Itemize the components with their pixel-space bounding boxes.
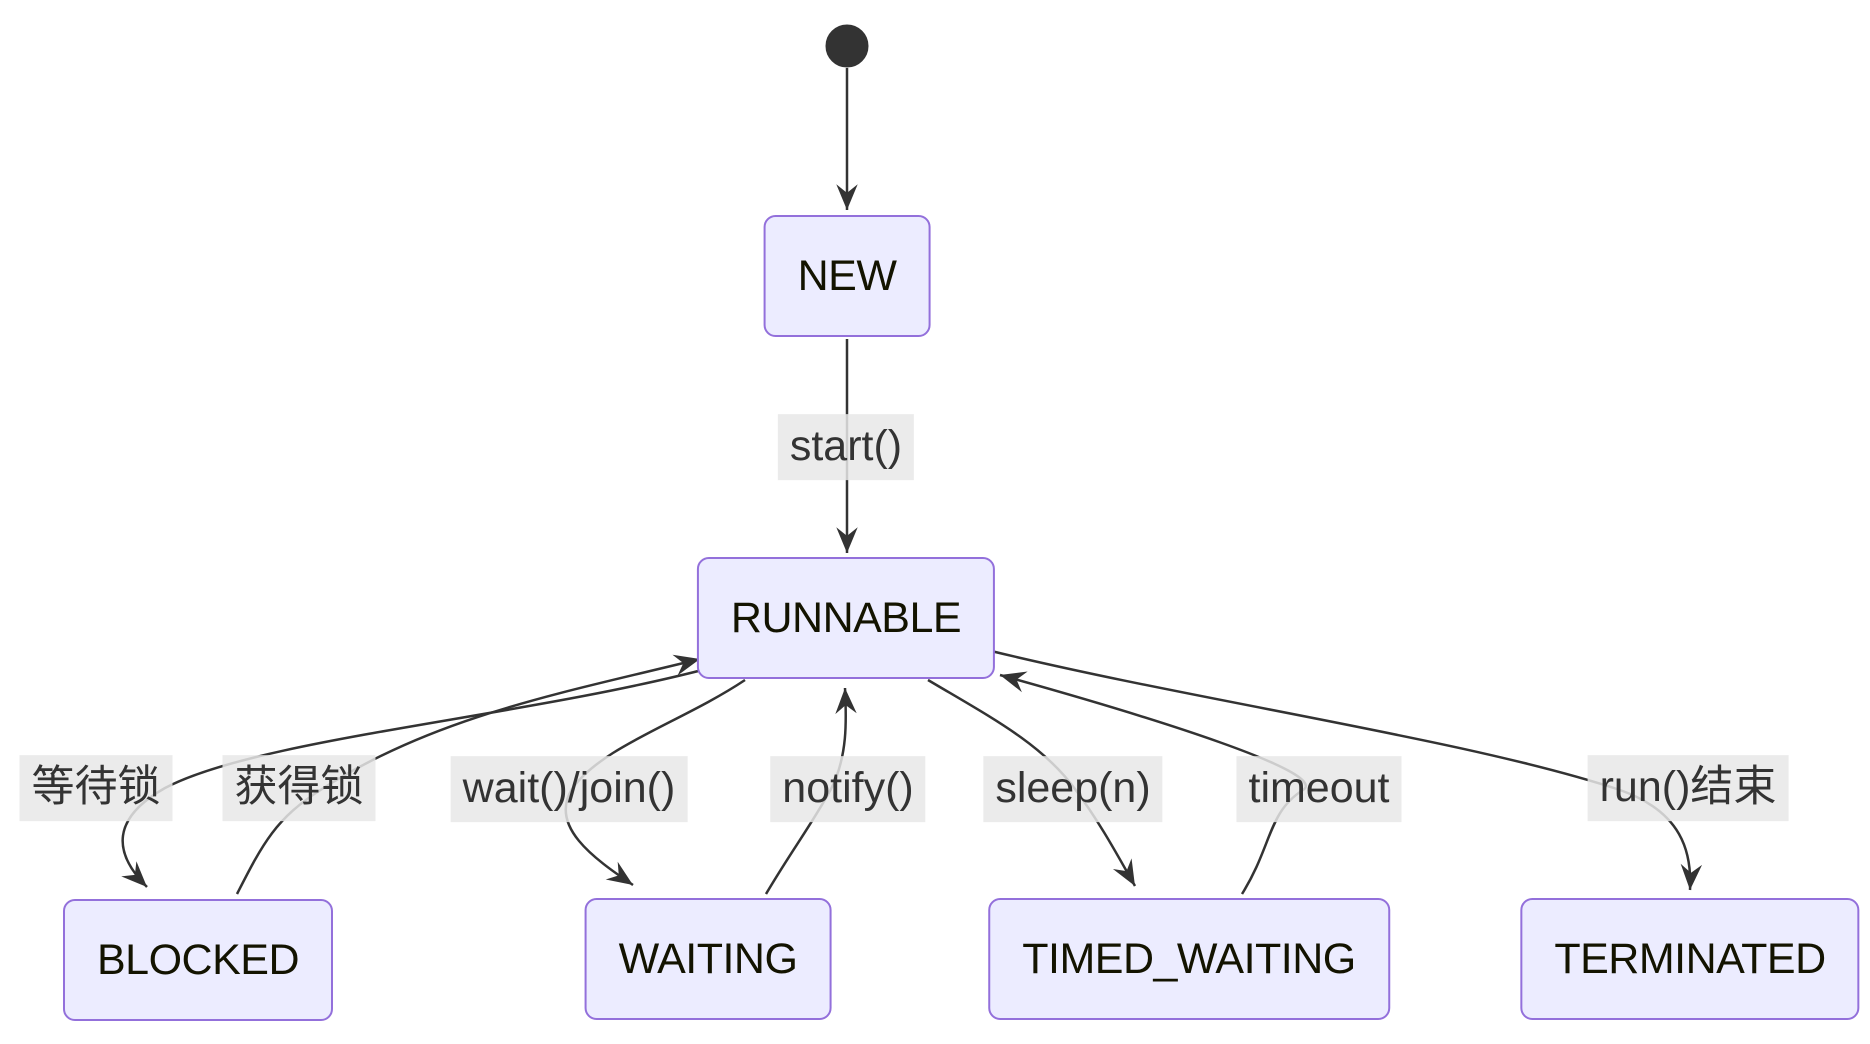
edge-label-start: start() xyxy=(777,414,915,480)
edge-blocked-to-runnable xyxy=(235,654,701,895)
state-node-new: NEW xyxy=(763,215,931,337)
initial-state-dot xyxy=(825,24,869,68)
state-node-timed-waiting: TIMED_WAITING xyxy=(988,898,1390,1020)
state-node-blocked: BLOCKED xyxy=(62,899,334,1021)
state-node-runnable: RUNNABLE xyxy=(696,557,996,679)
edge-label-run-end: run()结束 xyxy=(1587,755,1789,821)
edge-label-wait-join: wait()/join() xyxy=(450,756,688,822)
edge-label-wait-for-lock: 等待锁 xyxy=(19,755,173,821)
edge-runnable-to-terminated xyxy=(986,648,1703,891)
edge-label-sleep: sleep(n) xyxy=(983,756,1163,822)
edge-label-timeout: timeout xyxy=(1236,756,1402,822)
state-node-terminated: TERMINATED xyxy=(1520,898,1860,1020)
state-node-waiting: WAITING xyxy=(584,898,832,1020)
edge-label-notify: notify() xyxy=(770,756,926,822)
edge-label-acquire-lock: 获得锁 xyxy=(222,755,376,821)
